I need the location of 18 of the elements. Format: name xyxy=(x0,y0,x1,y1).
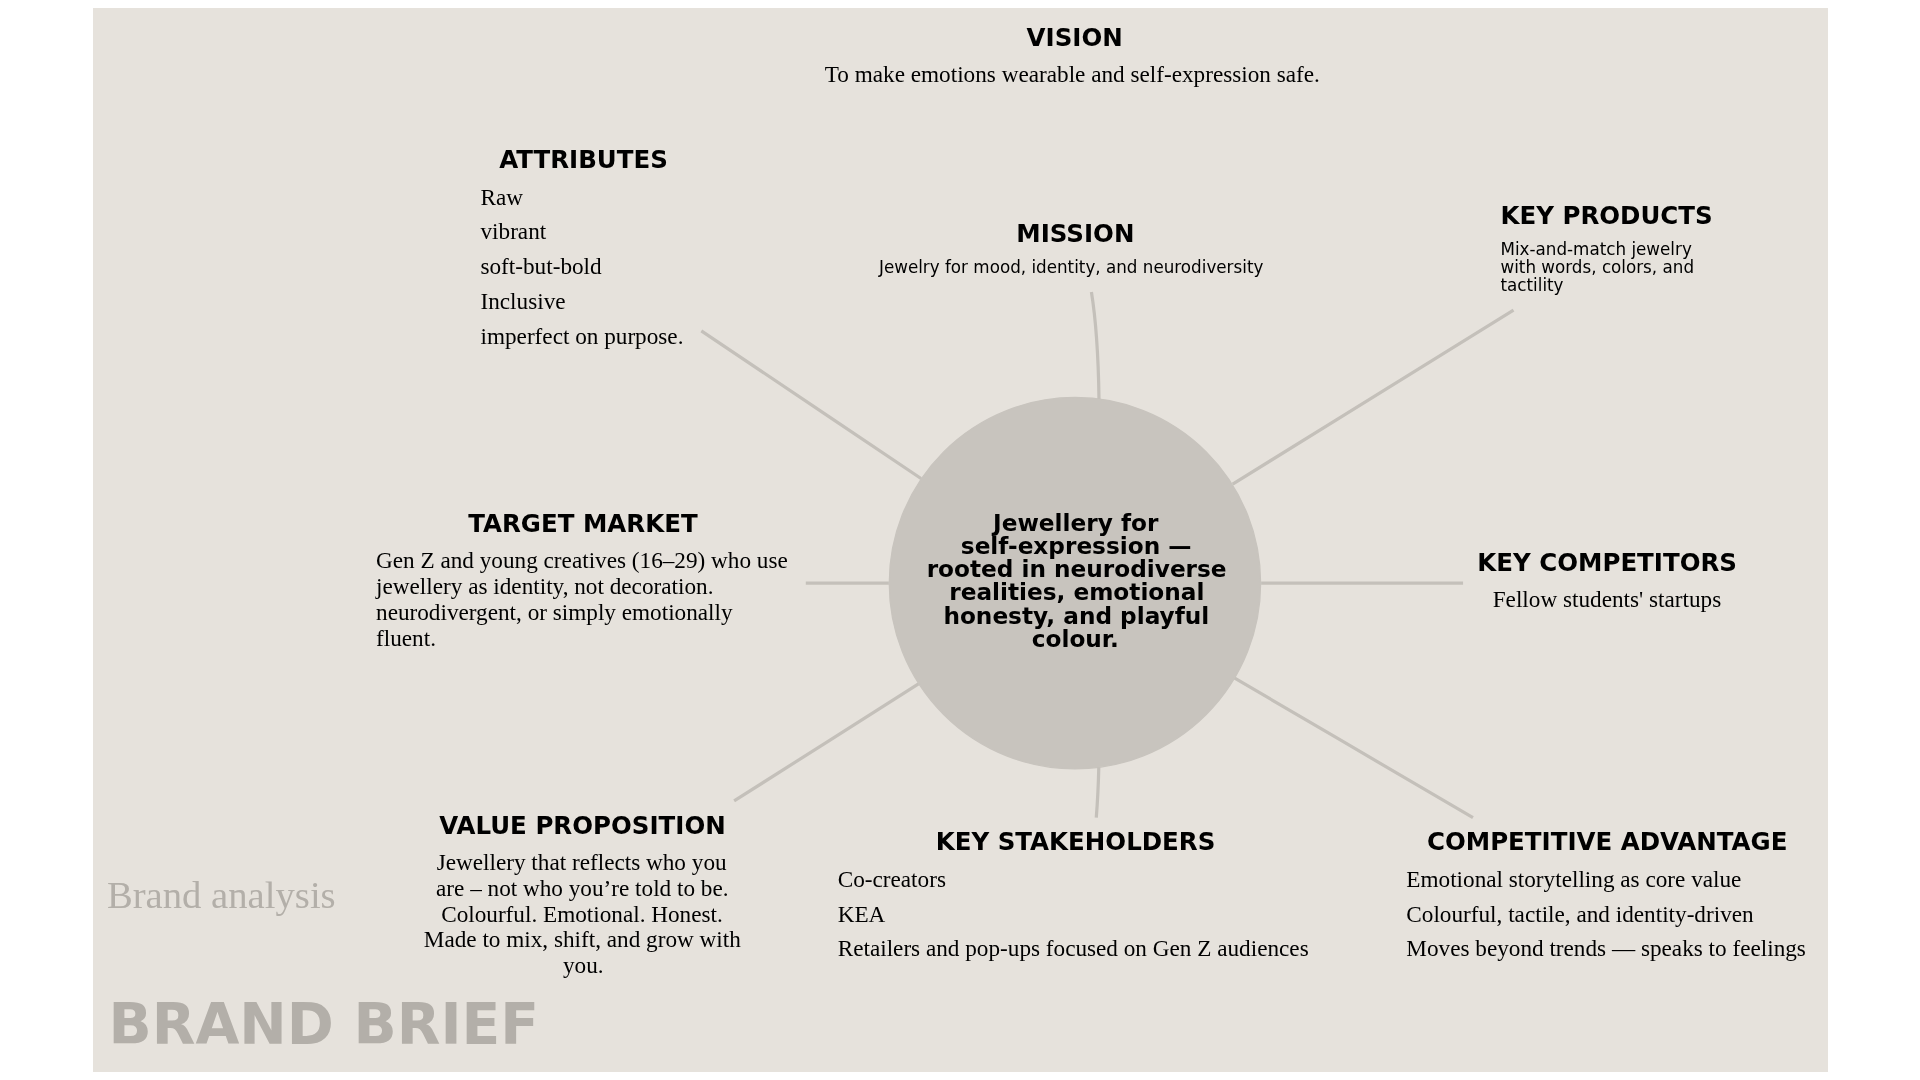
connector xyxy=(732,682,919,803)
connector xyxy=(1260,581,1463,585)
node-text: COMPETITIVE ADVANTAGE Emotional storytelling as core value Colourful, tactile, and identity-driven Moves beyond trends — speaks to feelings xyxy=(1405,827,1806,962)
connector xyxy=(1094,767,1100,818)
node-text: KEY STAKEHOLDERS Co-creators KEA Retailers and pop-ups focused on Gen Z audiences xyxy=(837,827,1309,962)
node-text: TARGET MARKET Gen Z and young creatives (16–29) who use jewellery as identity, not decoration. neurodivergent, or simply emotionally fluent. xyxy=(375,508,788,651)
node-text: VISION To make emotions wearable and self-expression safe. xyxy=(824,22,1320,88)
connector xyxy=(1233,676,1474,820)
connector xyxy=(1089,291,1101,399)
node-text: ATTRIBUTES Raw vibrant soft-but-bold Inclusive imperfect on purpose. xyxy=(479,145,683,349)
connector xyxy=(699,329,922,480)
node-circle: Jewellery for self-expression — rooted in neurodiverse realities, emotional honesty, and playful colour. xyxy=(888,396,1261,770)
node-text: MISSION Jewelry for mood, identity, and neurodiversity xyxy=(878,218,1263,277)
node-text: KEY COMPETITORS Fellow students' startups xyxy=(1476,547,1737,612)
node-text: KEY PRODUCTS Mix-and-match jewelry with words, colors, and tactility xyxy=(1499,200,1713,295)
connector xyxy=(805,581,889,585)
node-text: VALUE PROPOSITION Jewellery that reflects who you are – not who you’re told to be. Colourful. Emotional. Honest. Made to mix, shift, and grow with you. xyxy=(423,810,741,979)
connector xyxy=(1231,308,1514,486)
